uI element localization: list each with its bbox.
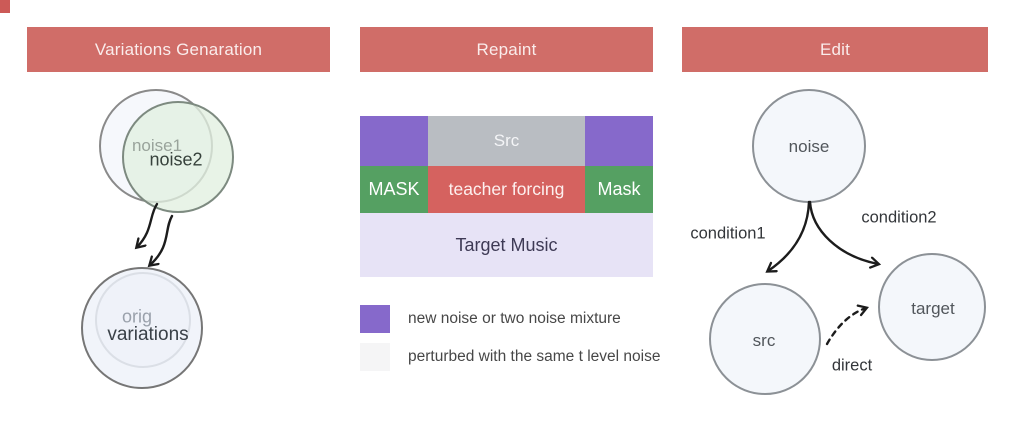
noise1-label: noise1	[131, 136, 183, 155]
legend-item-new-noise: new noise or two noise mixture	[360, 305, 621, 333]
teacher-forcing-block: teacher forcing	[428, 166, 585, 213]
mask-block-left: MASK	[360, 166, 428, 213]
noise2-circle	[122, 101, 234, 213]
direct-edge-label: direct	[831, 356, 873, 375]
legend-label-new-noise: new noise or two noise mixture	[408, 310, 621, 327]
panel-title-edit: Edit	[682, 27, 988, 72]
src-node-label: src	[752, 331, 776, 350]
noise-node-label: noise	[788, 137, 830, 156]
orig-label: orig	[121, 306, 153, 327]
corner-red-fragment	[0, 0, 10, 13]
target-music-block: Target Music	[360, 213, 653, 277]
panel-title-repaint: Repaint	[360, 27, 653, 72]
condition1-edge-label: condition1	[690, 224, 766, 243]
legend-item-perturbed: perturbed with the same t level noise	[360, 343, 660, 371]
mask-right-label: Mask	[597, 179, 641, 199]
variation-arrow-2	[150, 214, 174, 265]
new-noise-block-left	[360, 116, 428, 166]
src-block: Src	[428, 116, 585, 166]
condition1-arrow	[768, 200, 811, 271]
new-noise-block-right	[585, 116, 653, 166]
src-node	[709, 283, 821, 395]
teacher-forcing-label: teacher forcing	[448, 179, 565, 199]
variations-label: variations	[107, 324, 189, 345]
panel-title-repaint-label: Repaint	[476, 39, 537, 59]
target-node-label: target	[911, 299, 955, 318]
panel-title-variations-label: Variations Genaration	[94, 39, 263, 59]
variations-circle	[81, 267, 203, 389]
legend-label-perturbed: perturbed with the same t level noise	[408, 348, 661, 365]
legend-swatch-light	[360, 343, 390, 371]
condition2-edge-label: condition2	[861, 208, 937, 227]
panel-title-edit-label: Edit	[819, 39, 851, 59]
mask-block-right: Mask	[585, 166, 653, 213]
panel-title-variations: Variations Genaration	[27, 27, 330, 72]
mask-left-label: MASK	[368, 179, 420, 199]
noise-node	[752, 89, 866, 203]
variation-arrow-1	[137, 202, 159, 247]
src-block-label: Src	[493, 131, 520, 150]
direct-arrow	[825, 308, 866, 346]
target-music-label: Target Music	[455, 234, 558, 255]
legend-swatch-purple	[360, 305, 390, 333]
target-node	[878, 253, 986, 361]
noise2-label: noise2	[149, 149, 203, 170]
